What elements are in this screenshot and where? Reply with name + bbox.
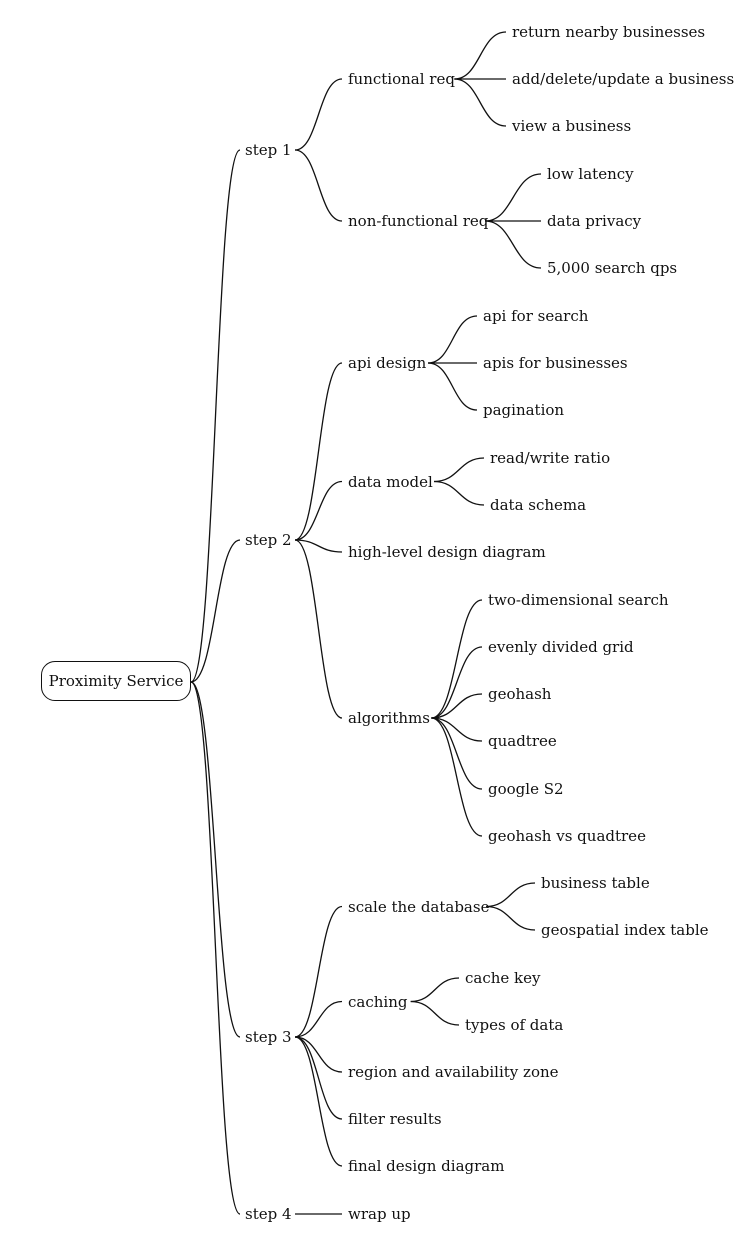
connector-step-3-child-5 [294, 1036, 343, 1167]
topic-node[interactable]: algorithms [348, 709, 430, 727]
topic-node[interactable]: non-functional req [348, 212, 489, 230]
leaf-node[interactable]: geohash [488, 685, 552, 703]
connector-step-1-child-1 [294, 78, 343, 151]
topic-node[interactable]: wrap up [348, 1205, 411, 1223]
topic-node[interactable]: caching [348, 992, 408, 1011]
connector-leaf [410, 977, 460, 1003]
leaf-node[interactable]: business table [541, 874, 650, 892]
connector-root-step-1 [190, 149, 241, 683]
connector-root-step-2 [190, 539, 241, 683]
leaf-node[interactable]: geospatial index table [541, 921, 709, 939]
topic-node[interactable]: final design diagram [348, 1157, 505, 1175]
leaf-node[interactable]: 5,000 search qps [547, 259, 678, 277]
connector-leaf [431, 693, 483, 719]
root-node-label: Proximity Service [48, 672, 184, 690]
topic-node[interactable]: filter results [348, 1110, 442, 1128]
leaf-node[interactable]: api for search [483, 307, 589, 325]
connector-leaf [485, 173, 542, 222]
leaf-node[interactable]: apis for businesses [483, 354, 628, 372]
connector-step-2-child-3 [294, 539, 343, 553]
leaf-node[interactable]: read/write ratio [490, 449, 611, 467]
leaf-node[interactable]: google S2 [488, 780, 564, 798]
topic-node[interactable]: high-level design diagram [348, 543, 546, 561]
leaf-node[interactable]: pagination [483, 401, 565, 419]
step-3-node[interactable]: step 3 [245, 1028, 292, 1046]
step-1-node[interactable]: step 1 [245, 141, 292, 159]
connector-leaf [485, 220, 542, 269]
leaf-node[interactable]: return nearby businesses [512, 23, 706, 41]
connector-leaf [434, 480, 485, 506]
leaf-node[interactable]: types of data [465, 1016, 564, 1034]
connector-root-step-3 [190, 681, 241, 1038]
connector-leaf [486, 882, 536, 908]
connector-leaf [434, 457, 485, 483]
connector-leaf [410, 1000, 460, 1026]
connector-step-2-child-1 [294, 362, 343, 541]
connector-leaf [486, 905, 536, 931]
connector-leaf [431, 717, 483, 742]
leaf-node[interactable]: view a business [512, 117, 632, 135]
topic-node[interactable]: region and availability zone [348, 1063, 559, 1081]
connector-leaf [431, 599, 483, 719]
connector-step-2-child-2 [294, 480, 343, 541]
connector-leaf [454, 78, 507, 127]
connector-leaf [431, 646, 483, 719]
connector-step-1-child-2 [294, 149, 343, 222]
leaf-node[interactable]: evenly divided grid [488, 638, 634, 656]
leaf-node[interactable]: data schema [490, 496, 587, 514]
connector-root-step-4 [190, 681, 241, 1215]
connector-leaf [431, 717, 483, 837]
connector-leaf [428, 315, 478, 364]
step-4-node[interactable]: step 4 [245, 1205, 292, 1223]
leaf-node[interactable]: add/delete/update a business [512, 70, 735, 88]
topic-node[interactable]: data model [348, 472, 433, 491]
leaf-node[interactable]: cache key [465, 969, 541, 987]
step-2-node[interactable]: step 2 [245, 531, 292, 549]
topic-node[interactable]: api design [348, 354, 427, 372]
leaf-node[interactable]: data privacy [547, 212, 642, 230]
connector-leaf [428, 362, 478, 411]
connector-step-3-child-2 [294, 1000, 343, 1038]
connector-step-3-child-4 [294, 1036, 343, 1120]
root-node[interactable]: Proximity Service [41, 661, 191, 701]
connector-leaf [454, 31, 507, 80]
connector-step-2-child-4 [294, 539, 343, 719]
leaf-node[interactable]: quadtree [488, 732, 557, 750]
connector-leaf [431, 717, 483, 790]
leaf-node[interactable]: geohash vs quadtree [488, 827, 646, 845]
topic-node[interactable]: functional req [348, 70, 455, 88]
connector-step-3-child-1 [294, 905, 343, 1038]
leaf-node[interactable]: low latency [547, 165, 634, 183]
leaf-node[interactable]: two-dimensional search [488, 591, 669, 609]
connector-step-3-child-3 [294, 1036, 343, 1073]
topic-node[interactable]: scale the database [348, 897, 490, 916]
